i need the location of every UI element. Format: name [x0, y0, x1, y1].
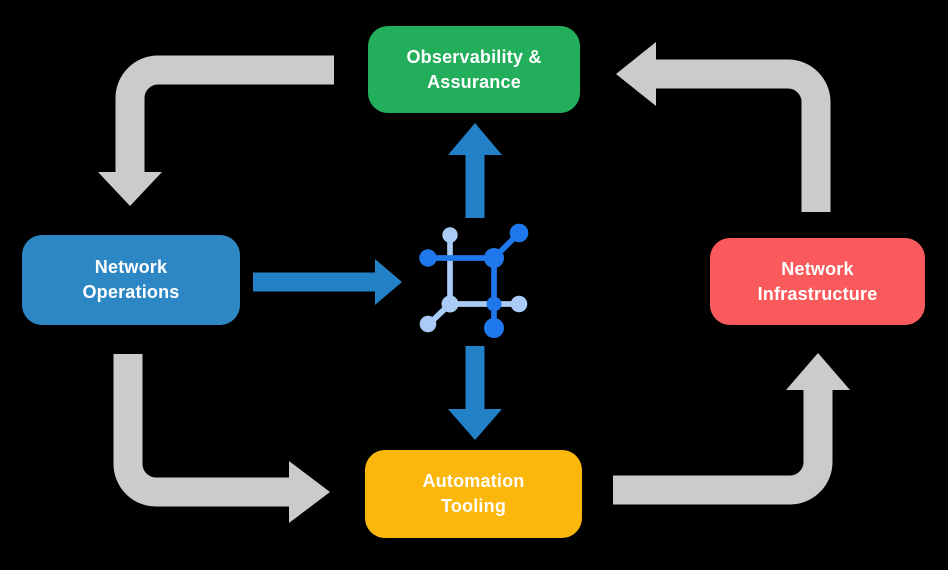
icon-corner-top-right [484, 248, 504, 268]
network-mesh-icon [419, 223, 529, 338]
icon-node-top-right [509, 223, 529, 243]
arrow-head [375, 259, 402, 305]
arrow-operations-to-center [253, 259, 402, 305]
arrow-shaft [113, 354, 289, 507]
icon-corner-bottom-right [486, 296, 502, 312]
arrow-head [98, 172, 162, 206]
label-line: Network [94, 257, 168, 278]
node-label: Network Operations [82, 255, 179, 305]
icon-node-bottom-left [419, 315, 437, 333]
icon-node-right [510, 295, 528, 313]
arrow-shaft [656, 59, 831, 212]
node-label: Observability & Assurance [406, 45, 541, 95]
arrow-operations-to-automation [113, 354, 330, 523]
icon-node-top [442, 227, 458, 243]
icon-corner-bottom-left [441, 295, 459, 313]
node-network-operations: Network Operations [22, 235, 240, 325]
arrow-head [616, 42, 656, 106]
arrow-head [786, 353, 850, 390]
arrow-automation-to-infrastructure [613, 353, 850, 505]
node-label: Network Infrastructure [758, 257, 878, 307]
arrow-head [448, 123, 502, 155]
arrow-shaft [115, 55, 334, 172]
label-line: Assurance [427, 71, 521, 92]
node-observability-assurance: Observability & Assurance [368, 26, 580, 113]
arrow-head [448, 409, 502, 440]
label-line: Network [781, 258, 854, 279]
arrow-infrastructure-to-observability [616, 42, 831, 212]
arrow-observability-to-operations [98, 55, 334, 206]
label-line: Operations [82, 282, 180, 302]
arrow-shaft [613, 390, 833, 505]
icon-node-bottom [484, 318, 504, 338]
label-line: Observability & [406, 46, 542, 67]
arrow-head [289, 461, 330, 523]
label-line: Infrastructure [757, 283, 878, 304]
icon-node-left [419, 249, 437, 267]
label-line: Tooling [440, 496, 507, 516]
node-automation-tooling: Automation Tooling [365, 450, 582, 538]
node-network-infrastructure: Network Infrastructure [710, 238, 925, 325]
node-label: Automation Tooling [423, 469, 525, 519]
arrow-center-to-observability [448, 123, 502, 218]
arrow-center-to-automation [448, 346, 502, 440]
label-line: Automation [422, 471, 525, 492]
